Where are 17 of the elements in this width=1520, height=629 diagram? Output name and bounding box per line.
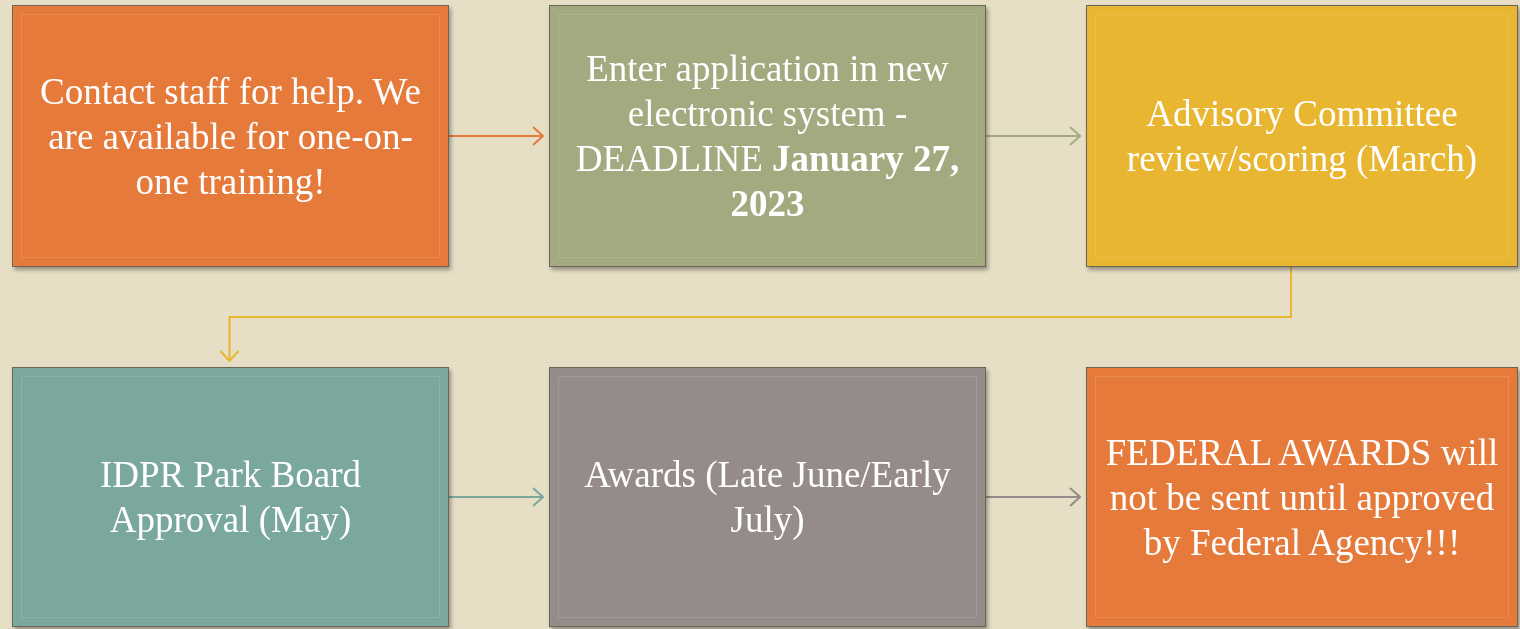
step-text: Contact staff for help. We are available for one-on-one training! [39,69,422,204]
process-box [12,5,449,267]
step-text: IDPR Park Board Approval (May) [98,453,362,542]
process-box [1086,367,1518,627]
process-box [549,5,986,267]
arrow [985,126,1081,146]
process-box [1086,5,1518,267]
step-text: Advisory Committee review/scoring (March) [1125,92,1479,181]
arrow [448,487,544,507]
arrow [985,487,1081,507]
arrow [219,266,1292,362]
process-box [549,367,986,627]
process-box [12,367,449,627]
step-text: Enter application in new electronic system - DEADLINE January 27, 2023 [574,47,961,226]
arrow [448,126,544,146]
step-text: FEDERAL AWARDS will not be sent until approved by Federal Agency!!! [1104,430,1500,565]
step-text: Awards (Late June/Early July) [583,453,952,542]
